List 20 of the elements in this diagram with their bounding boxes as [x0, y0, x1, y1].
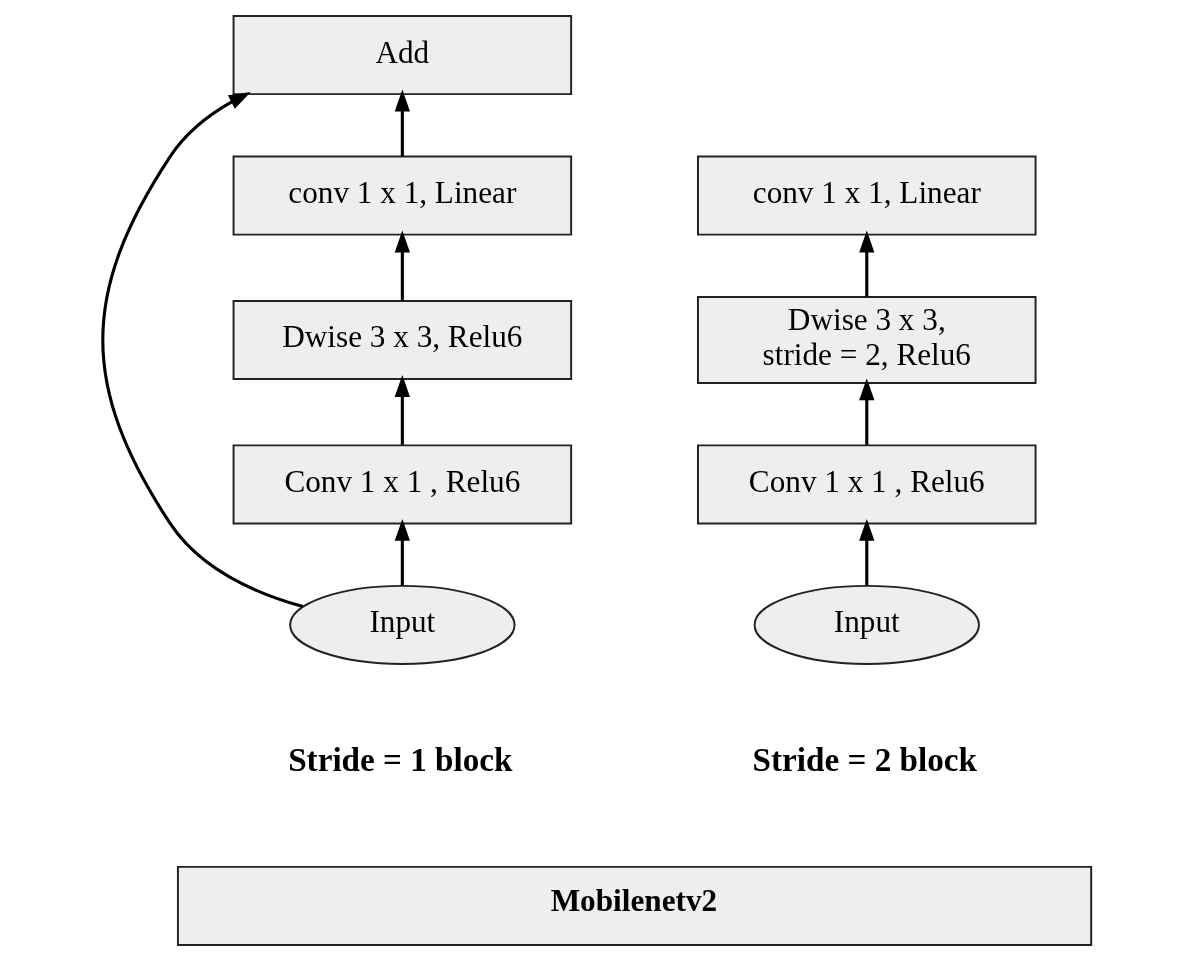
arrow: [394, 375, 410, 445]
node-ellipse: Input: [753, 584, 980, 665]
arrow: [101, 92, 304, 609]
arrow: [859, 230, 875, 297]
node-box: Dwise 3 x 3, Relu6: [232, 300, 573, 380]
node-box: Mobilenetv2: [176, 865, 1093, 946]
arrow: [394, 518, 410, 586]
arrow: [859, 518, 875, 586]
arrow: [859, 378, 875, 445]
arrow: [394, 230, 410, 301]
node-box: Add: [232, 15, 573, 96]
node-box: conv 1 x 1, Linear: [232, 155, 573, 236]
label: Stride = 2 block: [752, 741, 977, 779]
node-box: Conv 1 x 1 , Relu6: [697, 444, 1037, 525]
node-box: Dwise 3 x 3, stride = 2, Relu6: [697, 296, 1037, 384]
node-ellipse: Input: [289, 584, 516, 665]
label: Stride = 1 block: [288, 741, 513, 779]
node-box: conv 1 x 1, Linear: [697, 155, 1037, 236]
arrow: [394, 89, 410, 157]
node-box: Conv 1 x 1 , Relu6: [232, 444, 573, 525]
